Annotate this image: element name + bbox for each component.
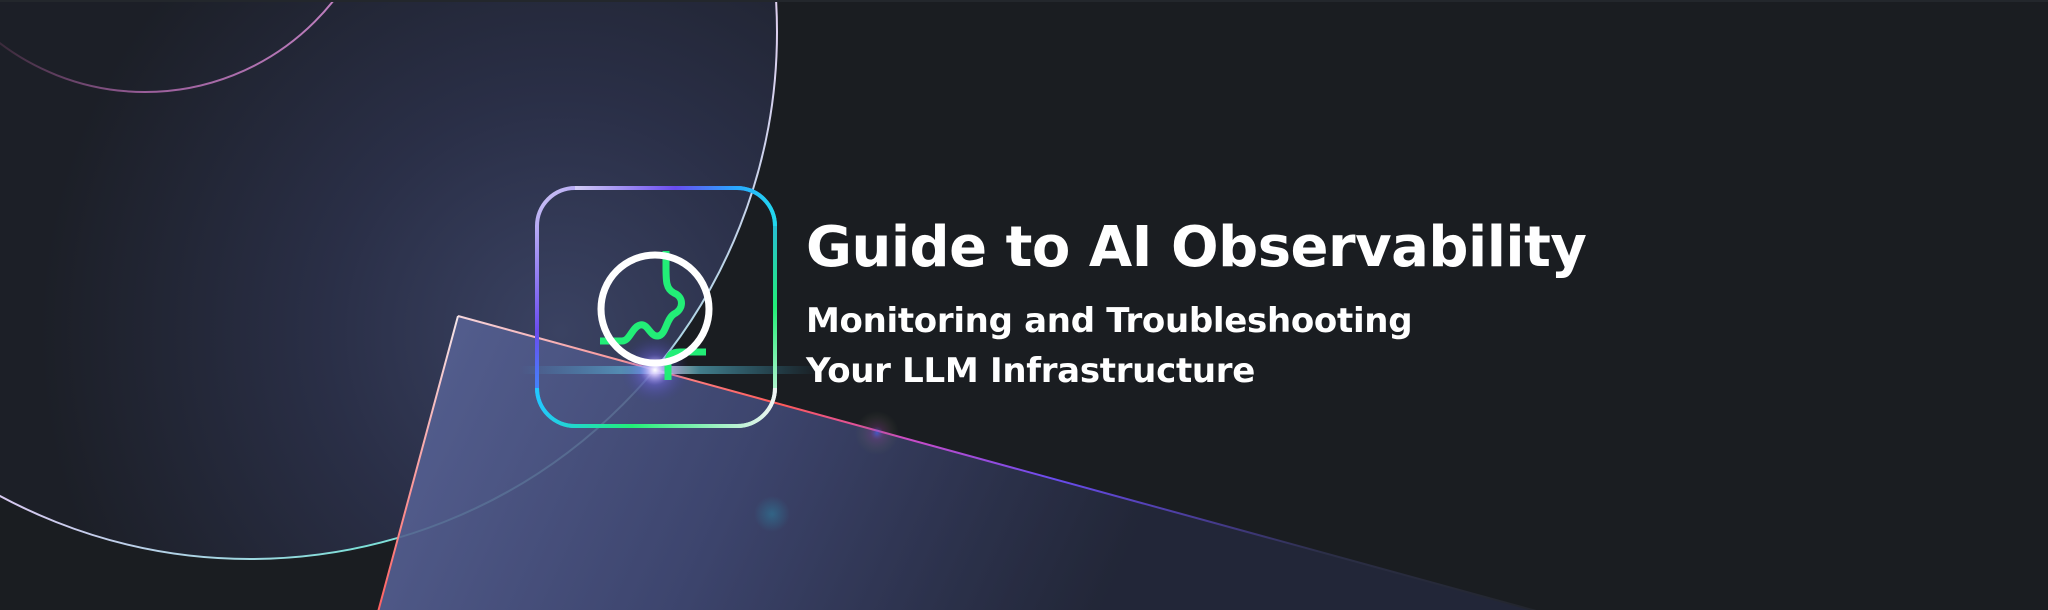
globe-network-icon (535, 186, 777, 428)
page-title: Guide to AI Observability (806, 215, 1587, 280)
subtitle: Monitoring and Troubleshooting Your LLM … (806, 296, 1586, 396)
small-arc-shape (0, 2, 334, 93)
hero-text: Guide to AI Observability Monitoring and… (806, 214, 1587, 396)
subtitle-line-2: Your LLM Infrastructure (806, 351, 1256, 391)
subtitle-line-1: Monitoring and Troubleshooting (806, 301, 1413, 341)
